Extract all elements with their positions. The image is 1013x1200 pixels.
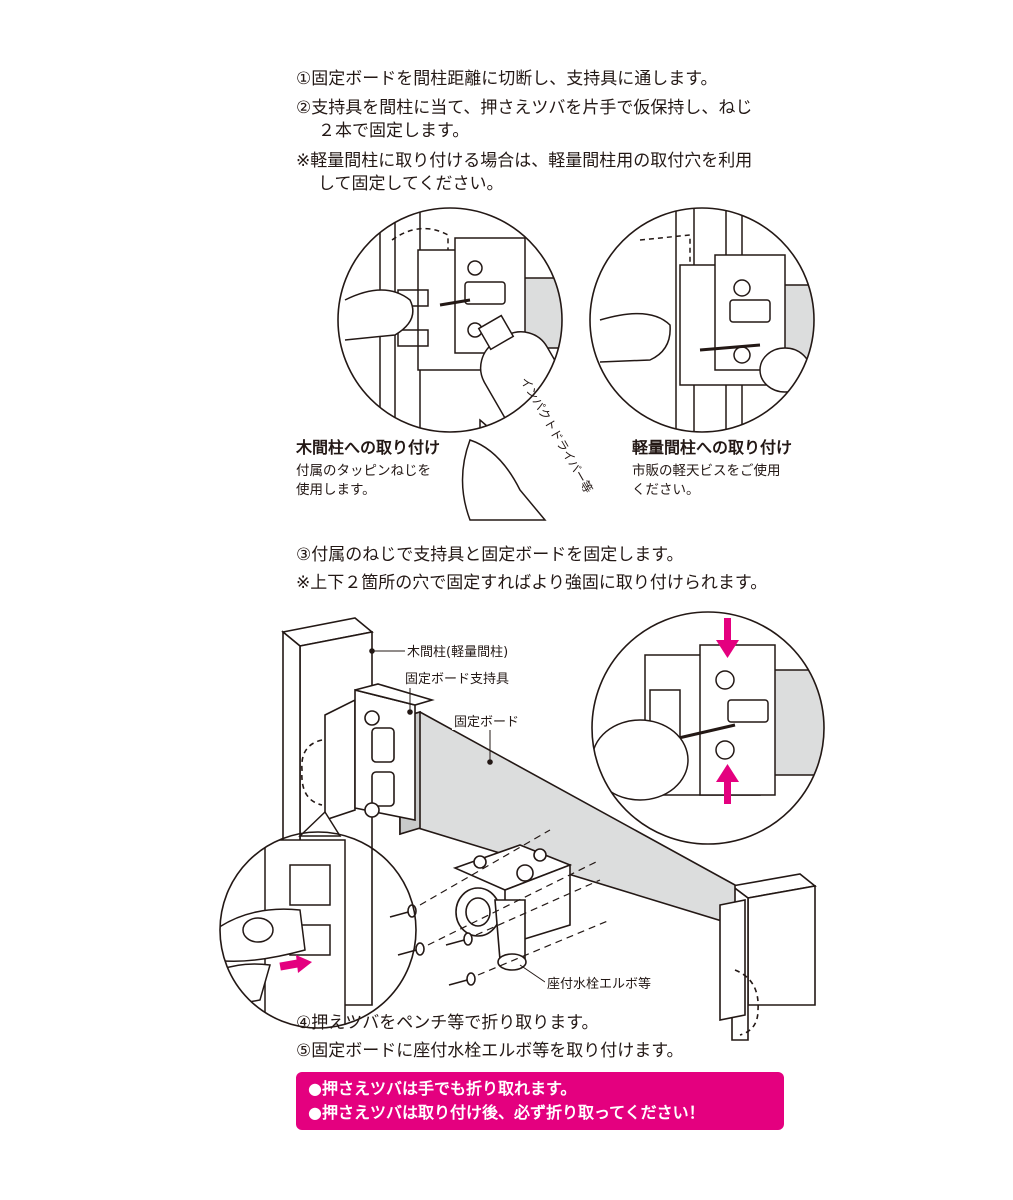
- light-stud-caption-title: 軽量間柱への取り付け: [632, 438, 793, 457]
- driver-label: インパクトドライバー等: [517, 375, 595, 496]
- caution-box: ●押さえツバは手でも折り取れます。 ●押さえツバは取り付け後、必ず折り取ってくだ…: [296, 1072, 784, 1130]
- note-2-text: ※上下２箇所の穴で固定すればより強固に取り付けられます。: [296, 573, 768, 593]
- caution-line-2: ●押さえツバは取り付け後、必ず折り取ってください！: [308, 1103, 705, 1122]
- wood-stud-detail: インパクトドライバー等: [337, 207, 595, 521]
- step-2-text-cont: ２本で固定します。: [318, 121, 470, 141]
- screw-fixing-detail: [591, 611, 825, 845]
- step-5-text: ⑤固定ボードに座付水栓エルボ等を取り付けます。: [296, 1041, 684, 1061]
- step-4-text: ④押えツバをペンチ等で折り取ります。: [296, 1013, 599, 1033]
- wood-stud-caption-title: 木間柱への取り付け: [296, 438, 441, 457]
- step-2-text: ②支持具を間柱に当て、押さえツバを片手で仮保持し、ねじ: [296, 98, 753, 118]
- light-stud-detail: [589, 207, 815, 433]
- light-stud-caption-body-cont: ください。: [632, 482, 700, 498]
- step-1-text: ①固定ボードを間柱距離に切断し、支持具に通します。: [296, 69, 718, 89]
- post-label: 木間柱(軽量間柱): [405, 641, 511, 660]
- wood-stud-caption-body-cont: 使用します。: [296, 482, 376, 498]
- bracket-label: 固定ボード支持具: [403, 668, 512, 687]
- light-stud-caption-body: 市販の軽天ビスをご使用: [632, 463, 781, 479]
- note-1-text: ※軽量間柱に取り付ける場合は、軽量間柱用の取付穴を利用: [296, 151, 753, 171]
- wood-stud-caption-body: 付属のタッピンねじを: [296, 463, 431, 479]
- caution-line-1: ●押さえツバは手でも折り取れます。: [308, 1079, 577, 1098]
- pliers-detail: [219, 810, 417, 1029]
- note-1-text-cont: して固定してください。: [318, 174, 504, 194]
- step-3-text: ③付属のねじで支持具と固定ボードを固定します。: [296, 545, 684, 565]
- main-assembly: [281, 617, 817, 1041]
- elbow-label: 座付水栓エルボ等: [545, 973, 654, 992]
- board-label: 固定ボード: [452, 711, 522, 730]
